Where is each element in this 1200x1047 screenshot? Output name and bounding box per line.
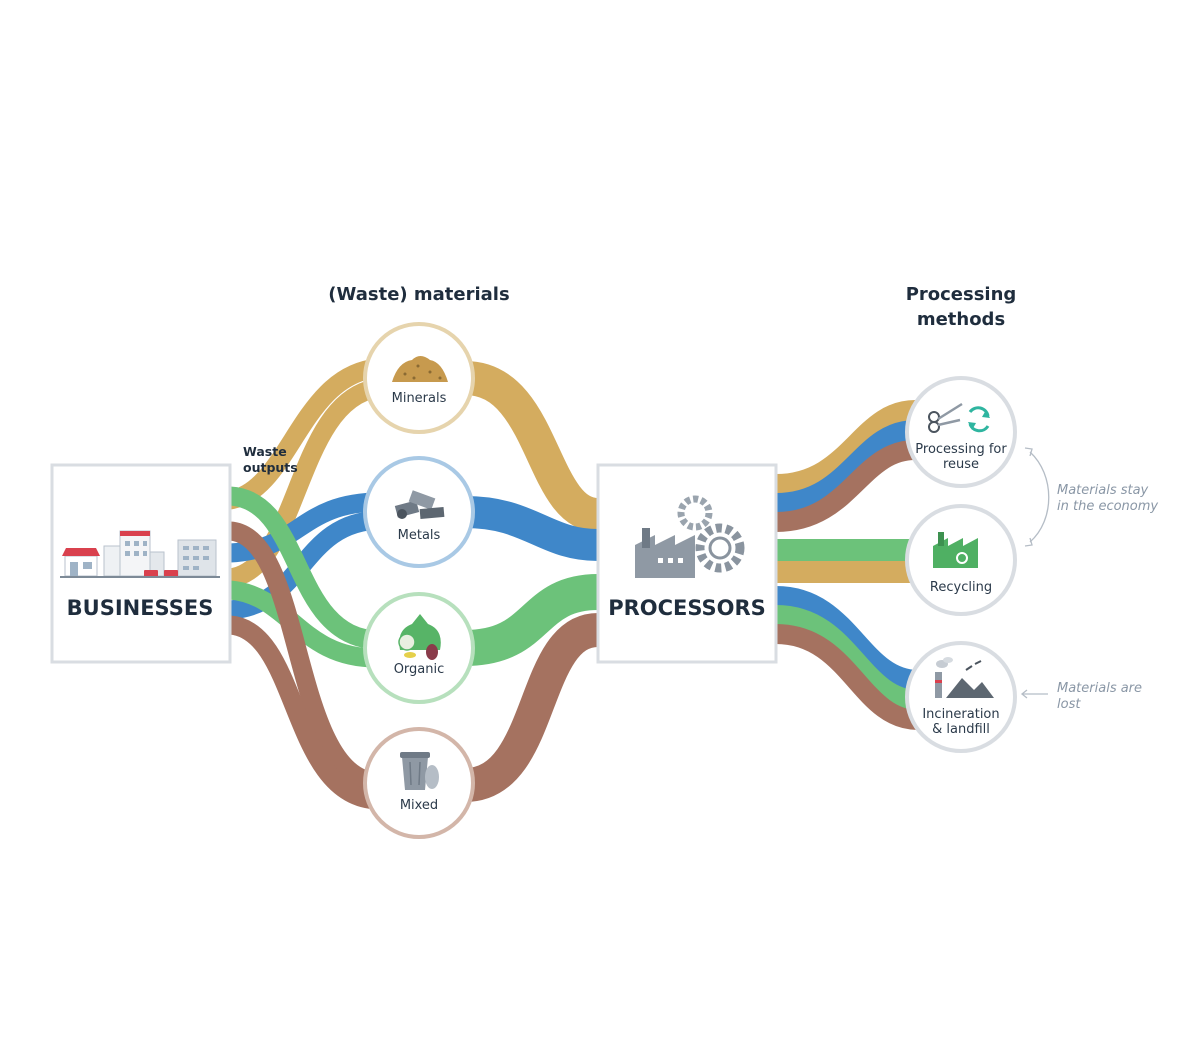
flow-businesses-mixed-1 (228, 521, 380, 792)
flow-mixed-processors (463, 613, 601, 802)
businesses-label: BUSINESSES (67, 596, 214, 620)
waste-outputs-label-line2: outputs (243, 460, 298, 475)
note-stay-in-economy: Materials stay in the economy (1024, 447, 1158, 547)
reuse-label-line2: reuse (943, 457, 979, 472)
waste-outputs-label-line1: Waste (243, 444, 287, 459)
flow-processors-incineration-organic (775, 605, 919, 710)
factory-gears-icon (635, 495, 745, 578)
methods-heading-line2: methods (917, 309, 1005, 330)
processors-label: PROCESSORS (608, 596, 766, 620)
material-node-organic: Organic (363, 592, 475, 704)
flow-processors-reuse-mixed (775, 440, 916, 532)
minerals-label: Minerals (392, 391, 447, 406)
curved-arrow-icon (1029, 451, 1050, 543)
mixed-label: Mixed (400, 798, 438, 813)
flow-businesses-minerals-2 (227, 378, 381, 588)
incineration-label-line2: & landfill (932, 722, 990, 737)
material-node-mixed: Mixed (363, 727, 475, 839)
flow-businesses-organic-1 (228, 486, 381, 650)
flow-processors-reuse-minerals (775, 400, 916, 494)
processors-box: PROCESSORS (596, 463, 778, 664)
note-stay-line2: in the economy (1057, 499, 1158, 514)
metals-label: Metals (398, 528, 441, 543)
buildings-icon (60, 530, 220, 578)
businesses-box: BUSINESSES (50, 463, 232, 664)
incineration-label-line1: Incineration (922, 707, 999, 722)
materials-heading: (Waste) materials (328, 284, 509, 305)
methods-heading-line1: Processing (906, 284, 1017, 305)
incinerator-landfill-icon (935, 657, 994, 698)
reuse-label-line1: Processing for (915, 442, 1007, 457)
flow-metals-processors (464, 496, 599, 561)
flow-minerals-processors (463, 361, 601, 532)
flow-organic-processors (464, 574, 599, 666)
recycling-label: Recycling (930, 580, 992, 595)
method-node-recycling: Recycling (905, 504, 1017, 616)
flow-processors-incineration-metals (775, 586, 919, 690)
flow-bands (227, 358, 919, 810)
trash-can-icon (400, 752, 439, 790)
material-node-metals: Metals (363, 456, 475, 568)
metal-scrap-icon (394, 490, 445, 520)
flow-businesses-mixed-2 (228, 615, 379, 810)
flow-processors-reuse-metals (775, 420, 916, 513)
organic-label: Organic (394, 662, 445, 677)
recycling-factory-icon (933, 532, 978, 568)
scissors-reuse-icon (928, 402, 990, 433)
minerals-pile-icon (392, 356, 448, 382)
note-materials-lost: Materials are lost (1020, 681, 1142, 712)
organic-waste-bag-icon (398, 614, 441, 660)
flow-processors-incineration-mixed (775, 624, 919, 730)
material-node-minerals: Minerals (363, 322, 475, 434)
note-lost-line2: lost (1057, 697, 1081, 712)
note-stay-line1: Materials stay (1057, 483, 1149, 498)
note-lost-line1: Materials are (1057, 681, 1142, 696)
method-node-reuse: Processing for reuse (905, 376, 1017, 488)
method-node-incineration: Incineration & landfill (905, 641, 1017, 753)
